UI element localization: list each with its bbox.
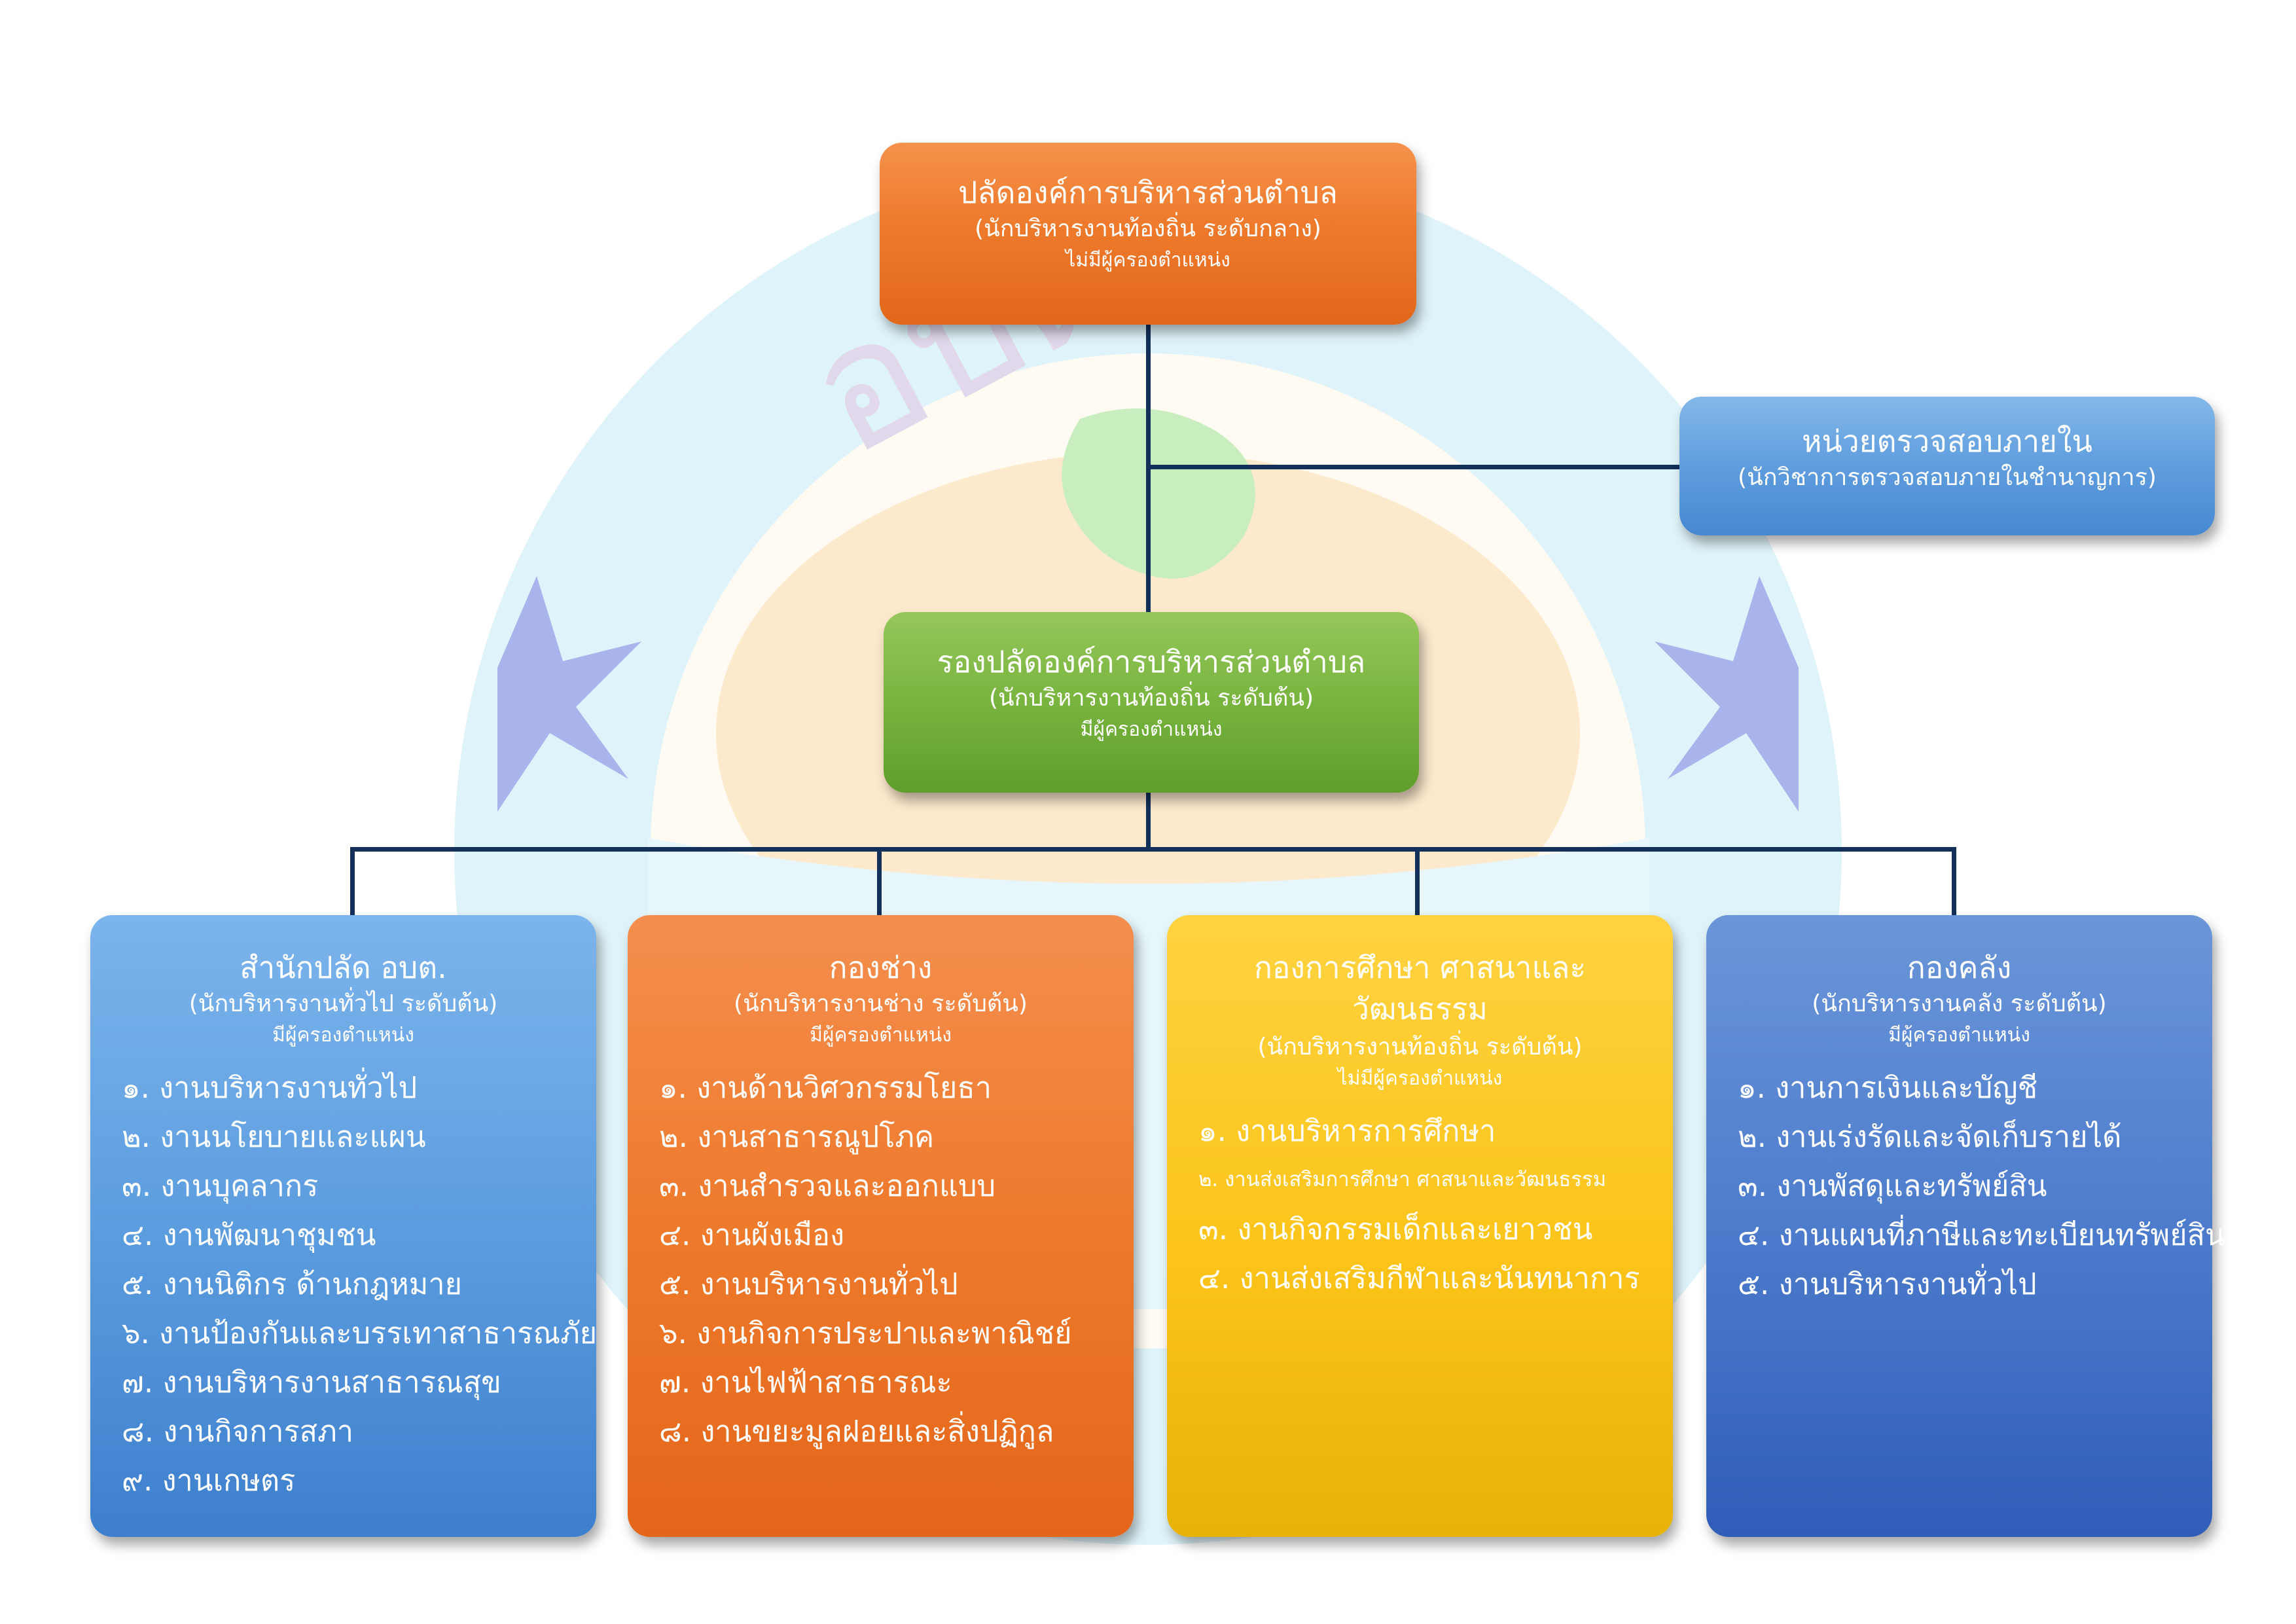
chief-admin-box: ปลัดองค์การบริหารส่วนตำบล (นักบริหารงานท… bbox=[880, 143, 1416, 325]
department-subtitle: (นักบริหารงานคลัง ระดับต้น) bbox=[1812, 990, 2107, 1017]
task-item: ๖. งานกิจการประปาและพาณิชย์ bbox=[659, 1316, 1072, 1350]
connector-dept-3 bbox=[1415, 847, 1420, 916]
department-title: กองช่าง bbox=[829, 950, 933, 985]
deputy-status: มีผู้ครองตำแหน่ง bbox=[1080, 718, 1223, 741]
task-item: ๒. งานส่งเสริมการศึกษา ศาสนาและวัฒนธรรม bbox=[1198, 1168, 1606, 1191]
deputy-title: รองปลัดองค์การบริหารส่วนตำบล bbox=[937, 644, 1366, 679]
connector-dept-bus bbox=[350, 847, 1956, 852]
department-box-education: กองการศึกษา ศาสนาและ วัฒนธรรม (นักบริหาร… bbox=[1167, 915, 1673, 1537]
task-item: ๑. งานการเงินและบัญชี bbox=[1738, 1070, 2038, 1105]
task-item: ๓. งานกิจกรรมเด็กและเยาวชน bbox=[1198, 1212, 1593, 1246]
department-status: มีผู้ครองตำแหน่ง bbox=[810, 1024, 952, 1047]
task-item: ๕. งานนิติกร ด้านกฎหมาย bbox=[122, 1267, 463, 1301]
department-task-list: ๑. งานการเงินและบัญชี ๒. งานเร่งรัดและจั… bbox=[1706, 1063, 2225, 1308]
task-item: ๒. งานเร่งรัดและจัดเก็บรายได้ bbox=[1738, 1119, 2122, 1154]
audit-subtitle: (นักวิชาการตรวจสอบภายในชำนาญการ) bbox=[1738, 464, 2157, 491]
task-item: ๘. งานขยะมูลฝอยและสิ่งปฏิกูล bbox=[659, 1414, 1054, 1449]
department-subtitle: (นักบริหารงานท้องถิ่น ระดับต้น) bbox=[1257, 1034, 1583, 1060]
task-item: ๔. งานผังเมือง bbox=[659, 1218, 845, 1252]
chief-title: ปลัดองค์การบริหารส่วนตำบล bbox=[958, 175, 1338, 210]
task-item: ๔. งานส่งเสริมกีฬาและนันทนาการ bbox=[1198, 1261, 1640, 1295]
task-item: ๑. งานบริหารการศึกษา bbox=[1198, 1113, 1496, 1148]
department-status: มีผู้ครองตำแหน่ง bbox=[272, 1024, 414, 1047]
task-item: ๓. งานบุคลากร bbox=[122, 1168, 319, 1203]
department-box-finance: กองคลัง (นักบริหารงานคลัง ระดับต้น) มีผู… bbox=[1706, 915, 2225, 1537]
department-status: ไม่มีผู้ครองตำแหน่ง bbox=[1337, 1067, 1503, 1090]
task-item: ๗. งานไฟฟ้าสาธารณะ bbox=[659, 1365, 952, 1399]
internal-audit-box: หน่วยตรวจสอบภายใน (นักวิชาการตรวจสอบภายใ… bbox=[1679, 397, 2215, 535]
department-status: มีผู้ครองตำแหน่ง bbox=[1888, 1024, 2030, 1047]
department-task-list: ๑. งานบริหารการศึกษา ๒. งานส่งเสริมการศึ… bbox=[1167, 1106, 1673, 1303]
department-title: กองคลัง bbox=[1907, 950, 2012, 985]
task-item: ๕. งานบริหารงานทั่วไป bbox=[1738, 1267, 2037, 1301]
department-title: สำนักปลัด อบต. bbox=[240, 950, 447, 985]
department-subtitle: (นักบริหารงานช่าง ระดับต้น) bbox=[734, 990, 1028, 1017]
deputy-admin-box: รองปลัดองค์การบริหารส่วนตำบล (นักบริหารง… bbox=[884, 612, 1419, 793]
department-task-list: ๑. งานบริหารงานทั่วไป ๒. งานนโยบายและแผน… bbox=[90, 1063, 598, 1505]
department-subtitle: (นักบริหารงานทั่วไป ระดับต้น) bbox=[188, 990, 498, 1017]
department-title: กองการศึกษา ศาสนาและ bbox=[1253, 950, 1587, 985]
connector-deputy-depts bbox=[1146, 791, 1151, 852]
task-item: ๘. งานกิจการสภา bbox=[122, 1414, 354, 1449]
task-item: ๗. งานบริหารงานสาธารณสุข bbox=[122, 1365, 501, 1399]
task-item: ๕. งานบริหารงานทั่วไป bbox=[659, 1267, 958, 1301]
deputy-subtitle: (นักบริหารงานท้องถิ่น ระดับต้น) bbox=[988, 685, 1314, 712]
connector-dept-1 bbox=[350, 847, 355, 916]
task-item: ๒. งานสาธารณูปโภค bbox=[659, 1119, 935, 1154]
task-item: ๖. งานป้องกันและบรรเทาสาธารณภัย bbox=[122, 1316, 598, 1350]
task-item: ๓. งานพัสดุและทรัพย์สิน bbox=[1738, 1168, 2047, 1203]
seal-bird-right-icon bbox=[1655, 576, 1799, 812]
seal-land-shape bbox=[1062, 408, 1255, 579]
task-item: ๓. งานสำรวจและออกแบบ bbox=[659, 1168, 996, 1203]
chief-status: ไม่มีผู้ครองตำแหน่ง bbox=[1066, 249, 1230, 272]
connector-dept-2 bbox=[877, 847, 882, 916]
task-item: ๔. งานแผนที่ภาษีและทะเบียนทรัพย์สิน bbox=[1738, 1218, 2225, 1252]
task-item: ๔. งานพัฒนาชุมชน bbox=[122, 1218, 376, 1252]
department-box-office: สำนักปลัด อบต. (นักบริหารงานทั่วไป ระดับ… bbox=[90, 915, 598, 1537]
task-item: ๙. งานเกษตร bbox=[122, 1463, 296, 1498]
chief-subtitle: (นักบริหารงานท้องถิ่น ระดับกลาง) bbox=[975, 215, 1321, 242]
task-item: ๒. งานนโยบายและแผน bbox=[122, 1119, 426, 1154]
department-box-engineering: กองช่าง (นักบริหารงานช่าง ระดับต้น) มีผู… bbox=[628, 915, 1134, 1537]
task-item: ๑. งานด้านวิศวกรรมโยธา bbox=[659, 1070, 992, 1105]
department-task-list: ๑. งานด้านวิศวกรรมโยธา ๒. งานสาธารณูปโภค… bbox=[628, 1063, 1134, 1456]
seal-bird-left-icon bbox=[497, 576, 641, 812]
connector-dept-4 bbox=[1952, 847, 1956, 916]
audit-title: หน่วยตรวจสอบภายใน bbox=[1802, 424, 2092, 459]
task-item: ๑. งานบริหารงานทั่วไป bbox=[122, 1070, 418, 1105]
connector-audit bbox=[1146, 465, 1680, 469]
department-title-line2: วัฒนธรรม bbox=[1352, 991, 1488, 1026]
